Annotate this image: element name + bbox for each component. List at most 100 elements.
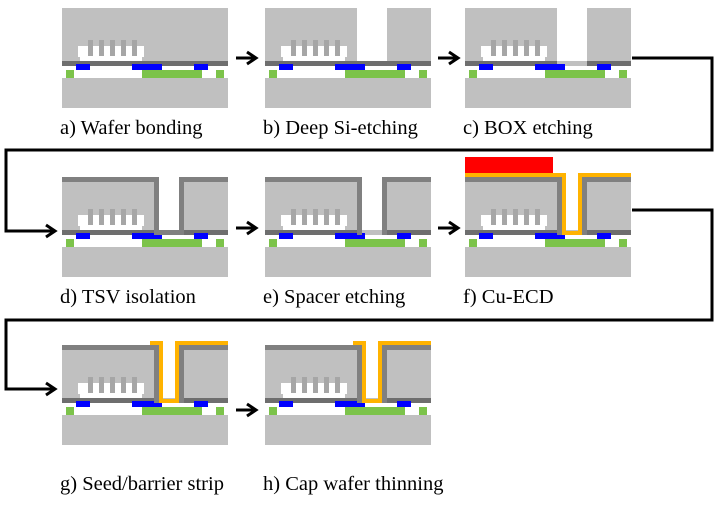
liner-top (387, 345, 431, 350)
electrode (194, 233, 208, 239)
liner-top (62, 345, 154, 350)
liner-wall (557, 177, 562, 235)
comb-finger (302, 377, 307, 393)
green-pad (419, 239, 427, 247)
electrode (279, 64, 293, 70)
step-d-cross-section (62, 177, 228, 277)
electrode (132, 401, 162, 407)
comb-finger (132, 40, 137, 56)
comb-finger (302, 209, 307, 225)
green-pad (216, 239, 224, 247)
box-layer (62, 398, 228, 403)
liner-top (265, 345, 357, 350)
step-a-cross-section (62, 8, 228, 108)
green-pad (142, 407, 202, 415)
green-pad (469, 239, 477, 247)
cap-wafer-right (387, 8, 431, 61)
green-pad (419, 407, 427, 415)
caption-h: h) Cap wafer thinning (263, 473, 443, 495)
cu-top (465, 173, 566, 177)
green-pad (545, 239, 605, 247)
liner-wall (154, 177, 159, 235)
liner-top (184, 345, 228, 350)
caption-c: c) BOX etching (463, 117, 593, 139)
cu-top (353, 341, 366, 345)
comb-finger (110, 209, 115, 225)
comb-finger (513, 209, 518, 225)
electrode (132, 64, 162, 70)
comb-finger (491, 209, 496, 225)
electrode (397, 64, 411, 70)
cap-wafer-right (587, 8, 631, 61)
comb-finger (335, 40, 340, 56)
green-pad (216, 70, 224, 78)
flow-arrows (4, 50, 714, 418)
electrode (194, 401, 208, 407)
comb-finger (313, 209, 318, 225)
bottom-wafer (62, 415, 228, 445)
comb-finger (524, 209, 529, 225)
cu-bottom (159, 399, 179, 403)
comb-finger (335, 209, 340, 225)
comb-finger (313, 40, 318, 56)
cap-wafer-right (387, 177, 431, 230)
comb-finger (291, 377, 296, 393)
comb-finger (535, 209, 540, 225)
comb-finger (291, 209, 296, 225)
electrode (279, 233, 293, 239)
comb-finger (132, 377, 137, 393)
green-pad (66, 239, 74, 247)
box-opening (357, 230, 387, 235)
liner-top (62, 177, 154, 182)
bottom-wafer (265, 415, 431, 445)
electrode (397, 401, 411, 407)
green-pad (142, 70, 202, 78)
electrode (279, 401, 293, 407)
bottom-wafer (265, 247, 431, 277)
cu-wall (159, 341, 163, 403)
green-pad (345, 70, 405, 78)
electrode (76, 64, 90, 70)
comb-finger (110, 40, 115, 56)
electrode (76, 401, 90, 407)
green-pad (269, 239, 277, 247)
step-c-cross-section (465, 8, 631, 108)
comb-finger (513, 40, 518, 56)
arrow-head (246, 402, 259, 418)
liner-wall (582, 177, 587, 235)
liner-top (387, 177, 431, 182)
bottom-wafer (62, 78, 228, 108)
comb-finger (502, 209, 507, 225)
arrow-head (448, 220, 461, 236)
arrow-head (246, 220, 259, 236)
step-h-cross-section (265, 341, 431, 445)
electrode (335, 233, 365, 239)
comb-finger (121, 40, 126, 56)
cap-wafer-right (184, 345, 228, 398)
cu-wall (175, 341, 179, 403)
green-pad (269, 70, 277, 78)
caption-f: f) Cu-ECD (463, 286, 554, 308)
comb-finger (121, 209, 126, 225)
electrode (397, 233, 411, 239)
bottom-wafer (265, 78, 431, 108)
green-pad (345, 239, 405, 247)
comb-finger (302, 40, 307, 56)
cu-wall (362, 341, 366, 403)
electrode (535, 233, 565, 239)
photoresist (465, 157, 553, 173)
caption-d: d) TSV isolation (60, 286, 196, 308)
green-pad (619, 239, 627, 247)
comb-finger (335, 377, 340, 393)
step-b-cross-section (265, 8, 431, 108)
comb-finger (121, 377, 126, 393)
bottom-wafer (465, 247, 631, 277)
box-layer (465, 61, 631, 66)
cu-top (150, 341, 163, 345)
green-pad (345, 407, 405, 415)
cu-top (578, 173, 631, 177)
electrode (597, 233, 611, 239)
green-pad (66, 70, 74, 78)
liner-wall (382, 345, 387, 403)
